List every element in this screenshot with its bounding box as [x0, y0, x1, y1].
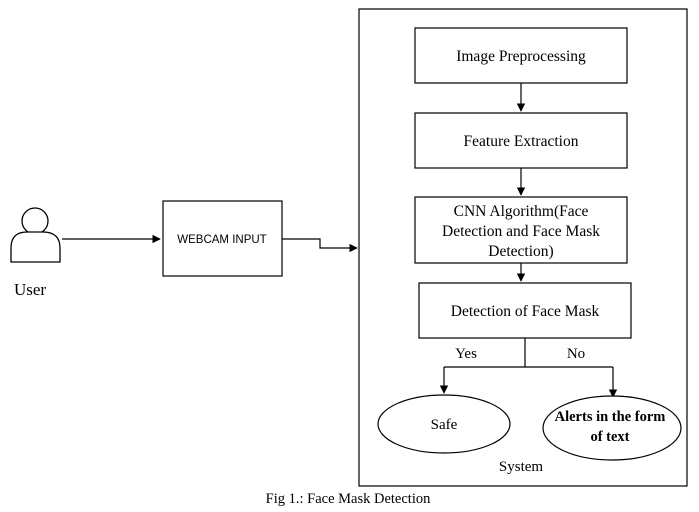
feature-extraction-label: Feature Extraction [464, 133, 579, 150]
branch-no-label: No [567, 346, 585, 362]
user-label: User [14, 280, 46, 299]
branch-yes-label: Yes [455, 346, 477, 362]
arrow-webcam-to-system [282, 238, 358, 253]
safe-label: Safe [431, 417, 458, 433]
webcam-input-label: WEBCAM INPUT [177, 234, 266, 246]
system-container [358, 8, 688, 487]
webcam-input-box [162, 200, 283, 277]
safe-outcome [377, 394, 511, 454]
cnn-algorithm-label-line-3: Detection) [488, 243, 553, 260]
alert-outcome [542, 395, 682, 461]
alert-label-line-2: of text [590, 429, 629, 445]
detection-box [418, 282, 632, 339]
image-preprocessing-box [414, 27, 628, 84]
image-preprocessing-label: Image Preprocessing [456, 48, 586, 65]
system-label: System [499, 459, 544, 475]
feature-extraction-box [414, 112, 628, 169]
cnn-algorithm-label-line-2: Detection and Face Mask [442, 223, 600, 240]
figure-caption: Fig 1.: Face Mask Detection [266, 491, 431, 507]
cnn-algorithm-box [414, 196, 628, 264]
alert-label-line-1: Alerts in the form [555, 409, 666, 425]
cnn-algorithm-label-line-1: CNN Algorithm(Face [454, 203, 589, 220]
user-icon [10, 207, 61, 263]
detection-label: Detection of Face Mask [451, 303, 600, 320]
